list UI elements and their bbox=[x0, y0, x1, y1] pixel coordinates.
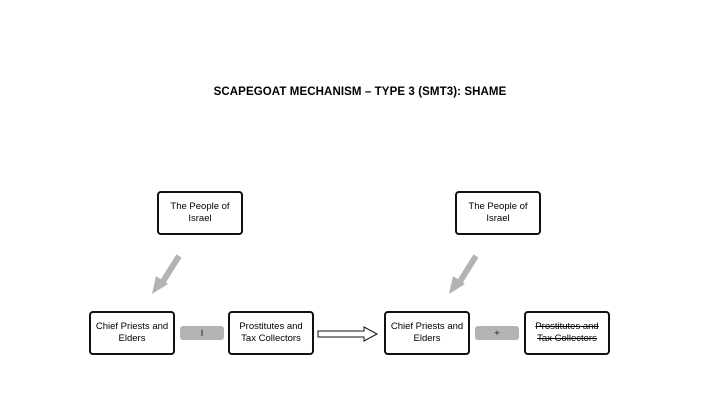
left-diagonal-arrow bbox=[152, 254, 182, 294]
right-chief-priests-box: Chief Priests and Elders bbox=[384, 311, 470, 355]
left-operator-symbol: I bbox=[180, 326, 224, 340]
transition-arrow bbox=[317, 326, 379, 342]
right-diagonal-arrow bbox=[449, 254, 479, 294]
left-people-line1: The People of bbox=[170, 201, 230, 212]
right-priests-line2: Elders bbox=[413, 333, 441, 344]
left-prostitutes-box: Prostitutes and Tax Collectors bbox=[228, 311, 314, 355]
right-victims-line2: Tax Collectors bbox=[537, 333, 597, 344]
left-people-line2: Israel bbox=[188, 213, 212, 224]
left-victims-line1: Prostitutes and bbox=[239, 321, 303, 332]
right-operator-symbol: + bbox=[475, 326, 519, 340]
left-chief-priests-box: Chief Priests and Elders bbox=[89, 311, 175, 355]
right-people-line1: The People of bbox=[468, 201, 528, 212]
left-victims-line2: Tax Collectors bbox=[241, 333, 301, 344]
diagram-title: SCAPEGOAT MECHANISM – TYPE 3 (SMT3): SHA… bbox=[213, 86, 507, 98]
right-victims-line1: Prostitutes and bbox=[535, 321, 599, 332]
right-people-line2: Israel bbox=[486, 213, 510, 224]
left-priests-line2: Elders bbox=[118, 333, 146, 344]
left-priests-line1: Chief Priests and bbox=[95, 321, 169, 332]
right-people-of-israel-box: The People of Israel bbox=[455, 191, 541, 235]
left-people-of-israel-box: The People of Israel bbox=[157, 191, 243, 235]
right-priests-line1: Chief Priests and bbox=[390, 321, 464, 332]
right-prostitutes-box-struck: Prostitutes and Tax Collectors bbox=[524, 311, 610, 355]
